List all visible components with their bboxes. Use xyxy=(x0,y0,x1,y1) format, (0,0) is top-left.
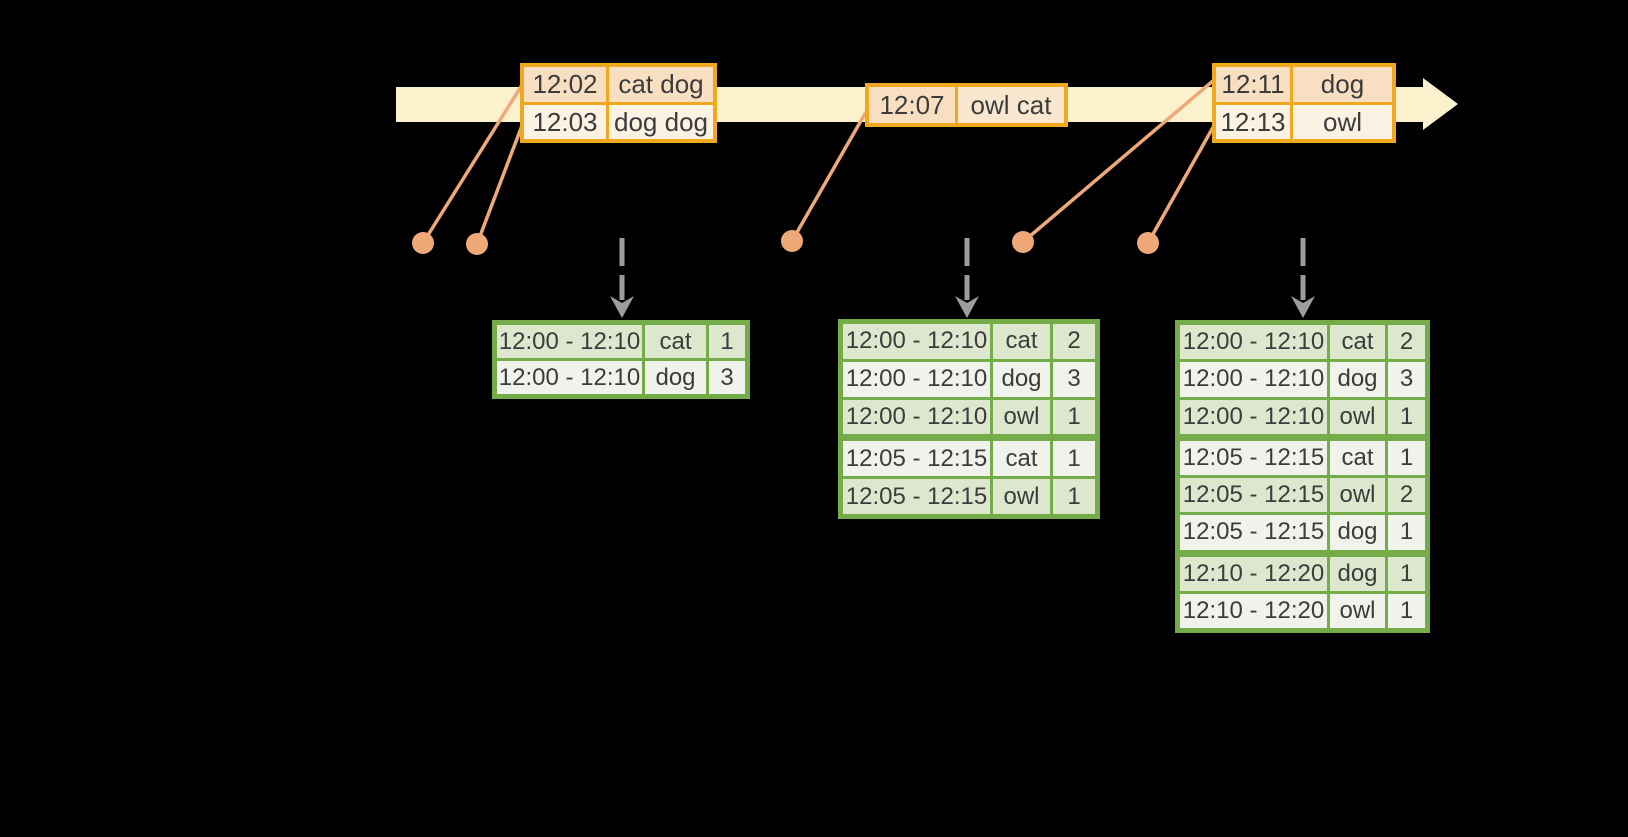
event-words-cell: owl cat xyxy=(958,87,1064,123)
trigger-arrow xyxy=(610,238,634,318)
event-marker-dot xyxy=(1137,232,1159,254)
result-window-cell: 12:00 - 12:10 xyxy=(497,325,642,358)
result-window-cell: 12:00 - 12:10 xyxy=(1180,325,1327,360)
result-count-cell: 1 xyxy=(1388,440,1425,475)
result-window-cell: 12:00 - 12:10 xyxy=(497,361,642,394)
event-time-cell: 12:03 xyxy=(524,104,606,139)
result-word-cell: cat xyxy=(1330,325,1385,360)
event-words-cell: dog dog xyxy=(609,104,713,139)
result-word-cell: owl xyxy=(993,479,1050,514)
arrow-down-icon xyxy=(1291,296,1315,318)
result-count-cell: 2 xyxy=(1388,478,1425,513)
event-words-cell: cat dog xyxy=(609,67,713,102)
result-window-cell: 12:05 - 12:15 xyxy=(843,479,990,514)
result-count-cell: 1 xyxy=(1388,593,1425,628)
trigger-arrow xyxy=(955,238,979,318)
result-count-cell: 1 xyxy=(1053,441,1095,477)
result-word-cell: owl xyxy=(1330,478,1385,513)
result-count-cell: 2 xyxy=(1388,325,1425,360)
arrow-down-icon xyxy=(610,296,634,318)
event-marker-line xyxy=(790,111,868,242)
result-window-cell: 12:05 - 12:15 xyxy=(843,441,990,477)
result-window-cell: 12:00 - 12:10 xyxy=(1180,362,1327,397)
result-window-cell: 12:10 - 12:20 xyxy=(1180,556,1327,591)
result-word-cell: owl xyxy=(1330,399,1385,434)
event-marker-line xyxy=(1146,121,1218,244)
result-word-cell: dog xyxy=(1330,556,1385,591)
result-window-cell: 12:00 - 12:10 xyxy=(843,399,990,435)
event-time-cell: 12:02 xyxy=(524,67,606,102)
result-count-cell: 1 xyxy=(709,325,745,358)
result-word-cell: cat xyxy=(993,324,1050,359)
result-window-cell: 12:10 - 12:20 xyxy=(1180,593,1327,628)
result-count-cell: 1 xyxy=(1053,399,1095,435)
event-time-cell: 12:07 xyxy=(869,87,955,123)
result-word-cell: dog xyxy=(1330,362,1385,397)
result-word-cell: cat xyxy=(1330,440,1385,475)
event-marker-line xyxy=(475,122,525,245)
result-window-cell: 12:00 - 12:10 xyxy=(843,324,990,359)
event-words-cell: owl xyxy=(1293,104,1392,139)
trigger-arrow xyxy=(1291,238,1315,318)
result-word-cell: cat xyxy=(993,441,1050,477)
result-window-cell: 12:05 - 12:15 xyxy=(1180,440,1327,475)
result-count-cell: 3 xyxy=(709,361,745,394)
result-window-cell: 12:05 - 12:15 xyxy=(1180,515,1327,550)
event-marker-dot xyxy=(781,230,803,252)
arrow-down-icon xyxy=(955,296,979,318)
result-count-cell: 2 xyxy=(1053,324,1095,359)
result-window-cell: 12:00 - 12:10 xyxy=(843,361,990,397)
result-window-cell: 12:00 - 12:10 xyxy=(1180,399,1327,434)
result-word-cell: cat xyxy=(645,325,706,358)
event-marker-dot xyxy=(466,233,488,255)
event-marker-dot xyxy=(1012,231,1034,253)
result-window-cell: 12:05 - 12:15 xyxy=(1180,478,1327,513)
event-words-cell: dog xyxy=(1293,67,1392,102)
result-count-cell: 1 xyxy=(1388,515,1425,550)
event-marker-line xyxy=(421,84,524,244)
result-count-cell: 3 xyxy=(1053,361,1095,397)
timeline-arrowhead-icon xyxy=(1423,78,1458,130)
event-marker-line xyxy=(1021,78,1216,244)
result-word-cell: owl xyxy=(993,399,1050,435)
result-word-cell: owl xyxy=(1330,593,1385,628)
event-time-cell: 12:11 xyxy=(1216,67,1290,102)
event-time-cell: 12:13 xyxy=(1216,104,1290,139)
event-marker-dot xyxy=(412,232,434,254)
result-count-cell: 1 xyxy=(1388,399,1425,434)
result-count-cell: 1 xyxy=(1388,556,1425,591)
result-word-cell: dog xyxy=(645,361,706,394)
result-word-cell: dog xyxy=(993,361,1050,397)
result-word-cell: dog xyxy=(1330,515,1385,550)
result-count-cell: 3 xyxy=(1388,362,1425,397)
result-count-cell: 1 xyxy=(1053,479,1095,514)
